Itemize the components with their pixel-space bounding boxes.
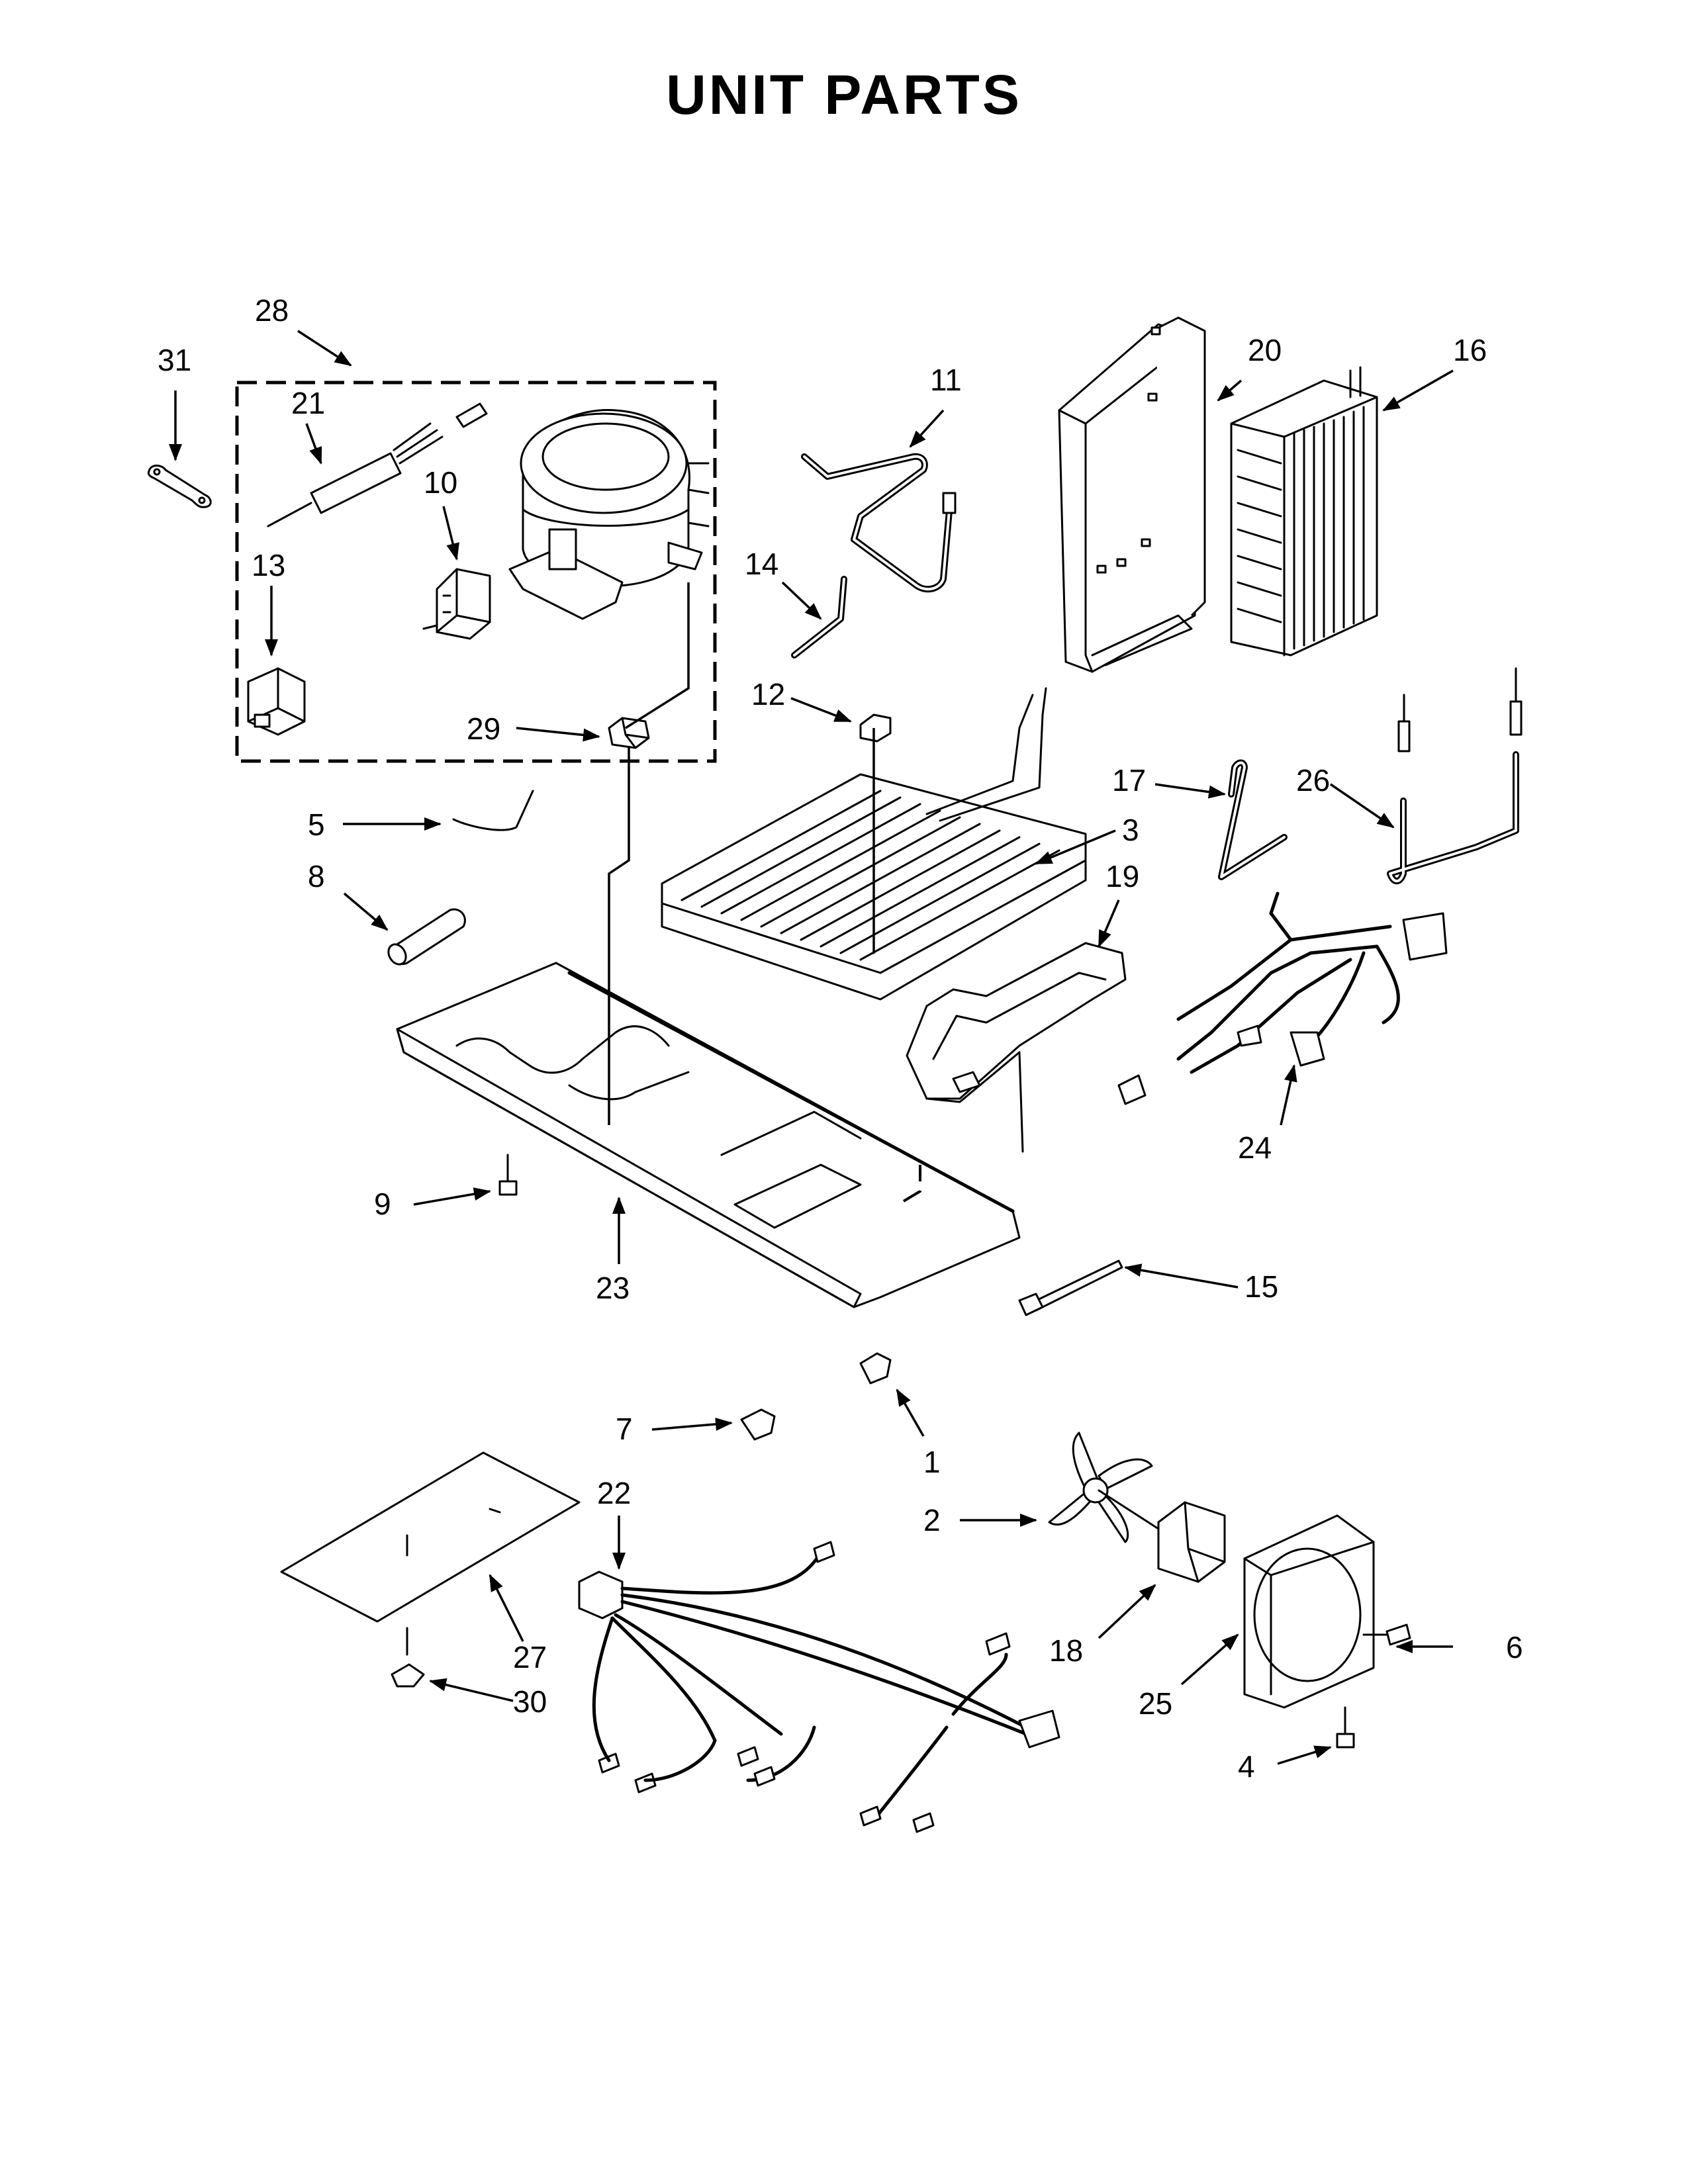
overload-protector[interactable] bbox=[247, 667, 306, 736]
callout-29: 29 bbox=[467, 711, 500, 746]
callout-14: 14 bbox=[745, 547, 778, 581]
compressor[interactable] bbox=[508, 409, 710, 620]
callout-31: 31 bbox=[158, 343, 191, 377]
callout-28: 28 bbox=[255, 293, 289, 328]
callout-2: 2 bbox=[923, 1503, 941, 1537]
heater-clip[interactable] bbox=[859, 713, 892, 743]
callout-23: 23 bbox=[596, 1271, 630, 1305]
drain-tube[interactable] bbox=[791, 576, 847, 659]
callout-24: 24 bbox=[1238, 1130, 1272, 1165]
evaporator-cover[interactable] bbox=[1058, 316, 1206, 673]
callout-17: 17 bbox=[1112, 763, 1146, 797]
spacer-link[interactable] bbox=[147, 465, 212, 508]
callout-27: 27 bbox=[513, 1640, 547, 1674]
callout-20: 20 bbox=[1248, 333, 1282, 367]
wire-harness[interactable] bbox=[578, 1541, 1060, 1833]
cable-tie[interactable] bbox=[1018, 1259, 1123, 1316]
retainer-wire[interactable] bbox=[452, 790, 534, 831]
leader-arrows bbox=[169, 330, 1454, 1765]
condenser-tube[interactable] bbox=[801, 453, 957, 593]
page-title: UNIT PARTS bbox=[666, 64, 1022, 126]
callout-10: 10 bbox=[424, 465, 457, 500]
unit-base-platform[interactable] bbox=[396, 962, 1021, 1308]
callout-25: 25 bbox=[1139, 1686, 1172, 1721]
capillary-tube-assembly[interactable] bbox=[1387, 667, 1523, 885]
start-relay[interactable] bbox=[422, 568, 491, 640]
callout-26: 26 bbox=[1296, 763, 1330, 797]
callout-4: 4 bbox=[1238, 1749, 1255, 1784]
callout-7: 7 bbox=[616, 1412, 633, 1446]
callout-16: 16 bbox=[1453, 333, 1487, 367]
guide-lines bbox=[608, 582, 921, 1203]
callout-3: 3 bbox=[1122, 813, 1139, 847]
callout-22: 22 bbox=[597, 1476, 631, 1510]
callout-11: 11 bbox=[930, 363, 962, 397]
condenser-fan-motor[interactable] bbox=[1098, 1489, 1226, 1583]
screw-9[interactable] bbox=[498, 1154, 518, 1196]
screw-6[interactable] bbox=[1362, 1623, 1411, 1646]
evaporator[interactable] bbox=[1230, 366, 1378, 657]
callout-12: 12 bbox=[751, 677, 785, 711]
sheet-clip[interactable] bbox=[391, 1663, 425, 1688]
callout-13: 13 bbox=[252, 548, 285, 582]
callout-6: 6 bbox=[1506, 1630, 1523, 1664]
spacer-7[interactable] bbox=[740, 1408, 776, 1441]
condenser-fan-blade[interactable] bbox=[1048, 1432, 1153, 1543]
drier[interactable] bbox=[267, 402, 488, 527]
callout-5: 5 bbox=[308, 807, 325, 842]
compressor-assembly-box bbox=[235, 381, 717, 763]
grommet[interactable] bbox=[608, 717, 650, 749]
callout-1: 1 bbox=[923, 1445, 941, 1479]
callout-9: 9 bbox=[374, 1187, 391, 1221]
callout-21: 21 bbox=[291, 386, 325, 420]
insulation-sheet[interactable] bbox=[280, 1451, 581, 1656]
drain-pan[interactable] bbox=[906, 942, 1127, 1153]
callout-18: 18 bbox=[1049, 1633, 1083, 1668]
spacer-1[interactable] bbox=[859, 1352, 892, 1385]
callout-30: 30 bbox=[513, 1684, 547, 1719]
insulation-sleeve[interactable] bbox=[385, 908, 466, 968]
callout-8: 8 bbox=[308, 859, 325, 893]
fan-shroud[interactable] bbox=[1243, 1514, 1375, 1709]
callout-19: 19 bbox=[1105, 859, 1139, 893]
callout-15: 15 bbox=[1244, 1269, 1278, 1304]
suction-tube[interactable] bbox=[1218, 759, 1288, 880]
power-cord-harness[interactable] bbox=[1117, 891, 1448, 1105]
screw-4[interactable] bbox=[1336, 1706, 1355, 1749]
callout-labels: 28 31 21 10 13 29 11 14 20 16 12 17 26 3… bbox=[158, 293, 1523, 1784]
